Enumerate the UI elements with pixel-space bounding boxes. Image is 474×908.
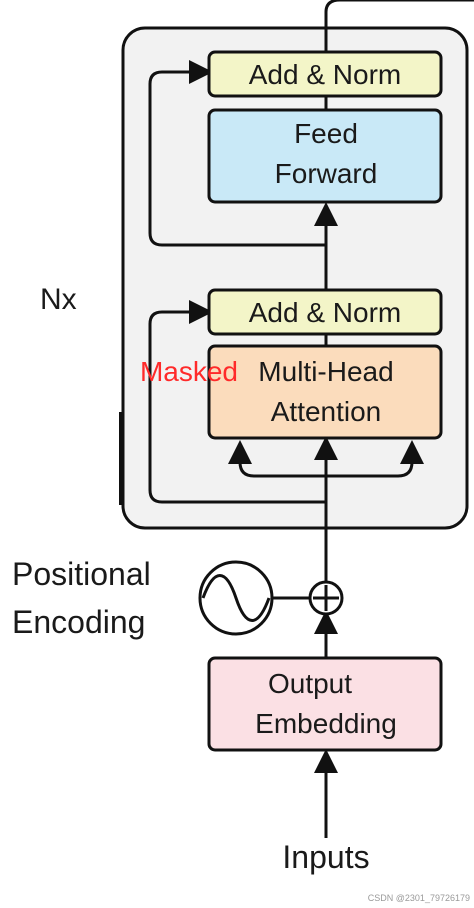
positional-encoding-line2: Encoding (12, 604, 145, 640)
add-norm-top-label: Add & Norm (249, 59, 402, 90)
sine-wave-icon (198, 560, 274, 636)
attention-branch-left (228, 440, 326, 478)
attention-branch-right (326, 440, 424, 478)
positional-encoding-line1: Positional (12, 556, 151, 592)
watermark: CSDN @2301_79726179 (368, 893, 470, 903)
residual-bottom (148, 300, 326, 504)
masked-label: Masked (140, 356, 238, 387)
feed-forward-block: Feed Forward (207, 108, 443, 204)
masked-attention-block: Multi-Head Attention Masked (140, 344, 443, 440)
add-norm-mid-block: Add & Norm (207, 288, 443, 336)
circle-plus-icon (308, 580, 344, 616)
add-norm-mid-label: Add & Norm (249, 297, 402, 328)
embedding-line2: Embedding (255, 708, 397, 739)
feed-forward-line1: Feed (294, 118, 358, 149)
output-embedding-block: Output Embedding (207, 656, 443, 752)
repeat-label: Nx (40, 283, 77, 316)
residual-top (148, 60, 326, 247)
inputs-label: Inputs (282, 839, 369, 875)
decoder-layer-container (121, 26, 469, 530)
add-norm-top-block: Add & Norm (207, 50, 443, 98)
output-line (324, 0, 474, 52)
attention-line2: Attention (271, 396, 382, 427)
feed-forward-line2: Forward (275, 158, 378, 189)
embedding-line1: Output (268, 668, 352, 699)
attention-line1: Multi-Head (258, 356, 393, 387)
